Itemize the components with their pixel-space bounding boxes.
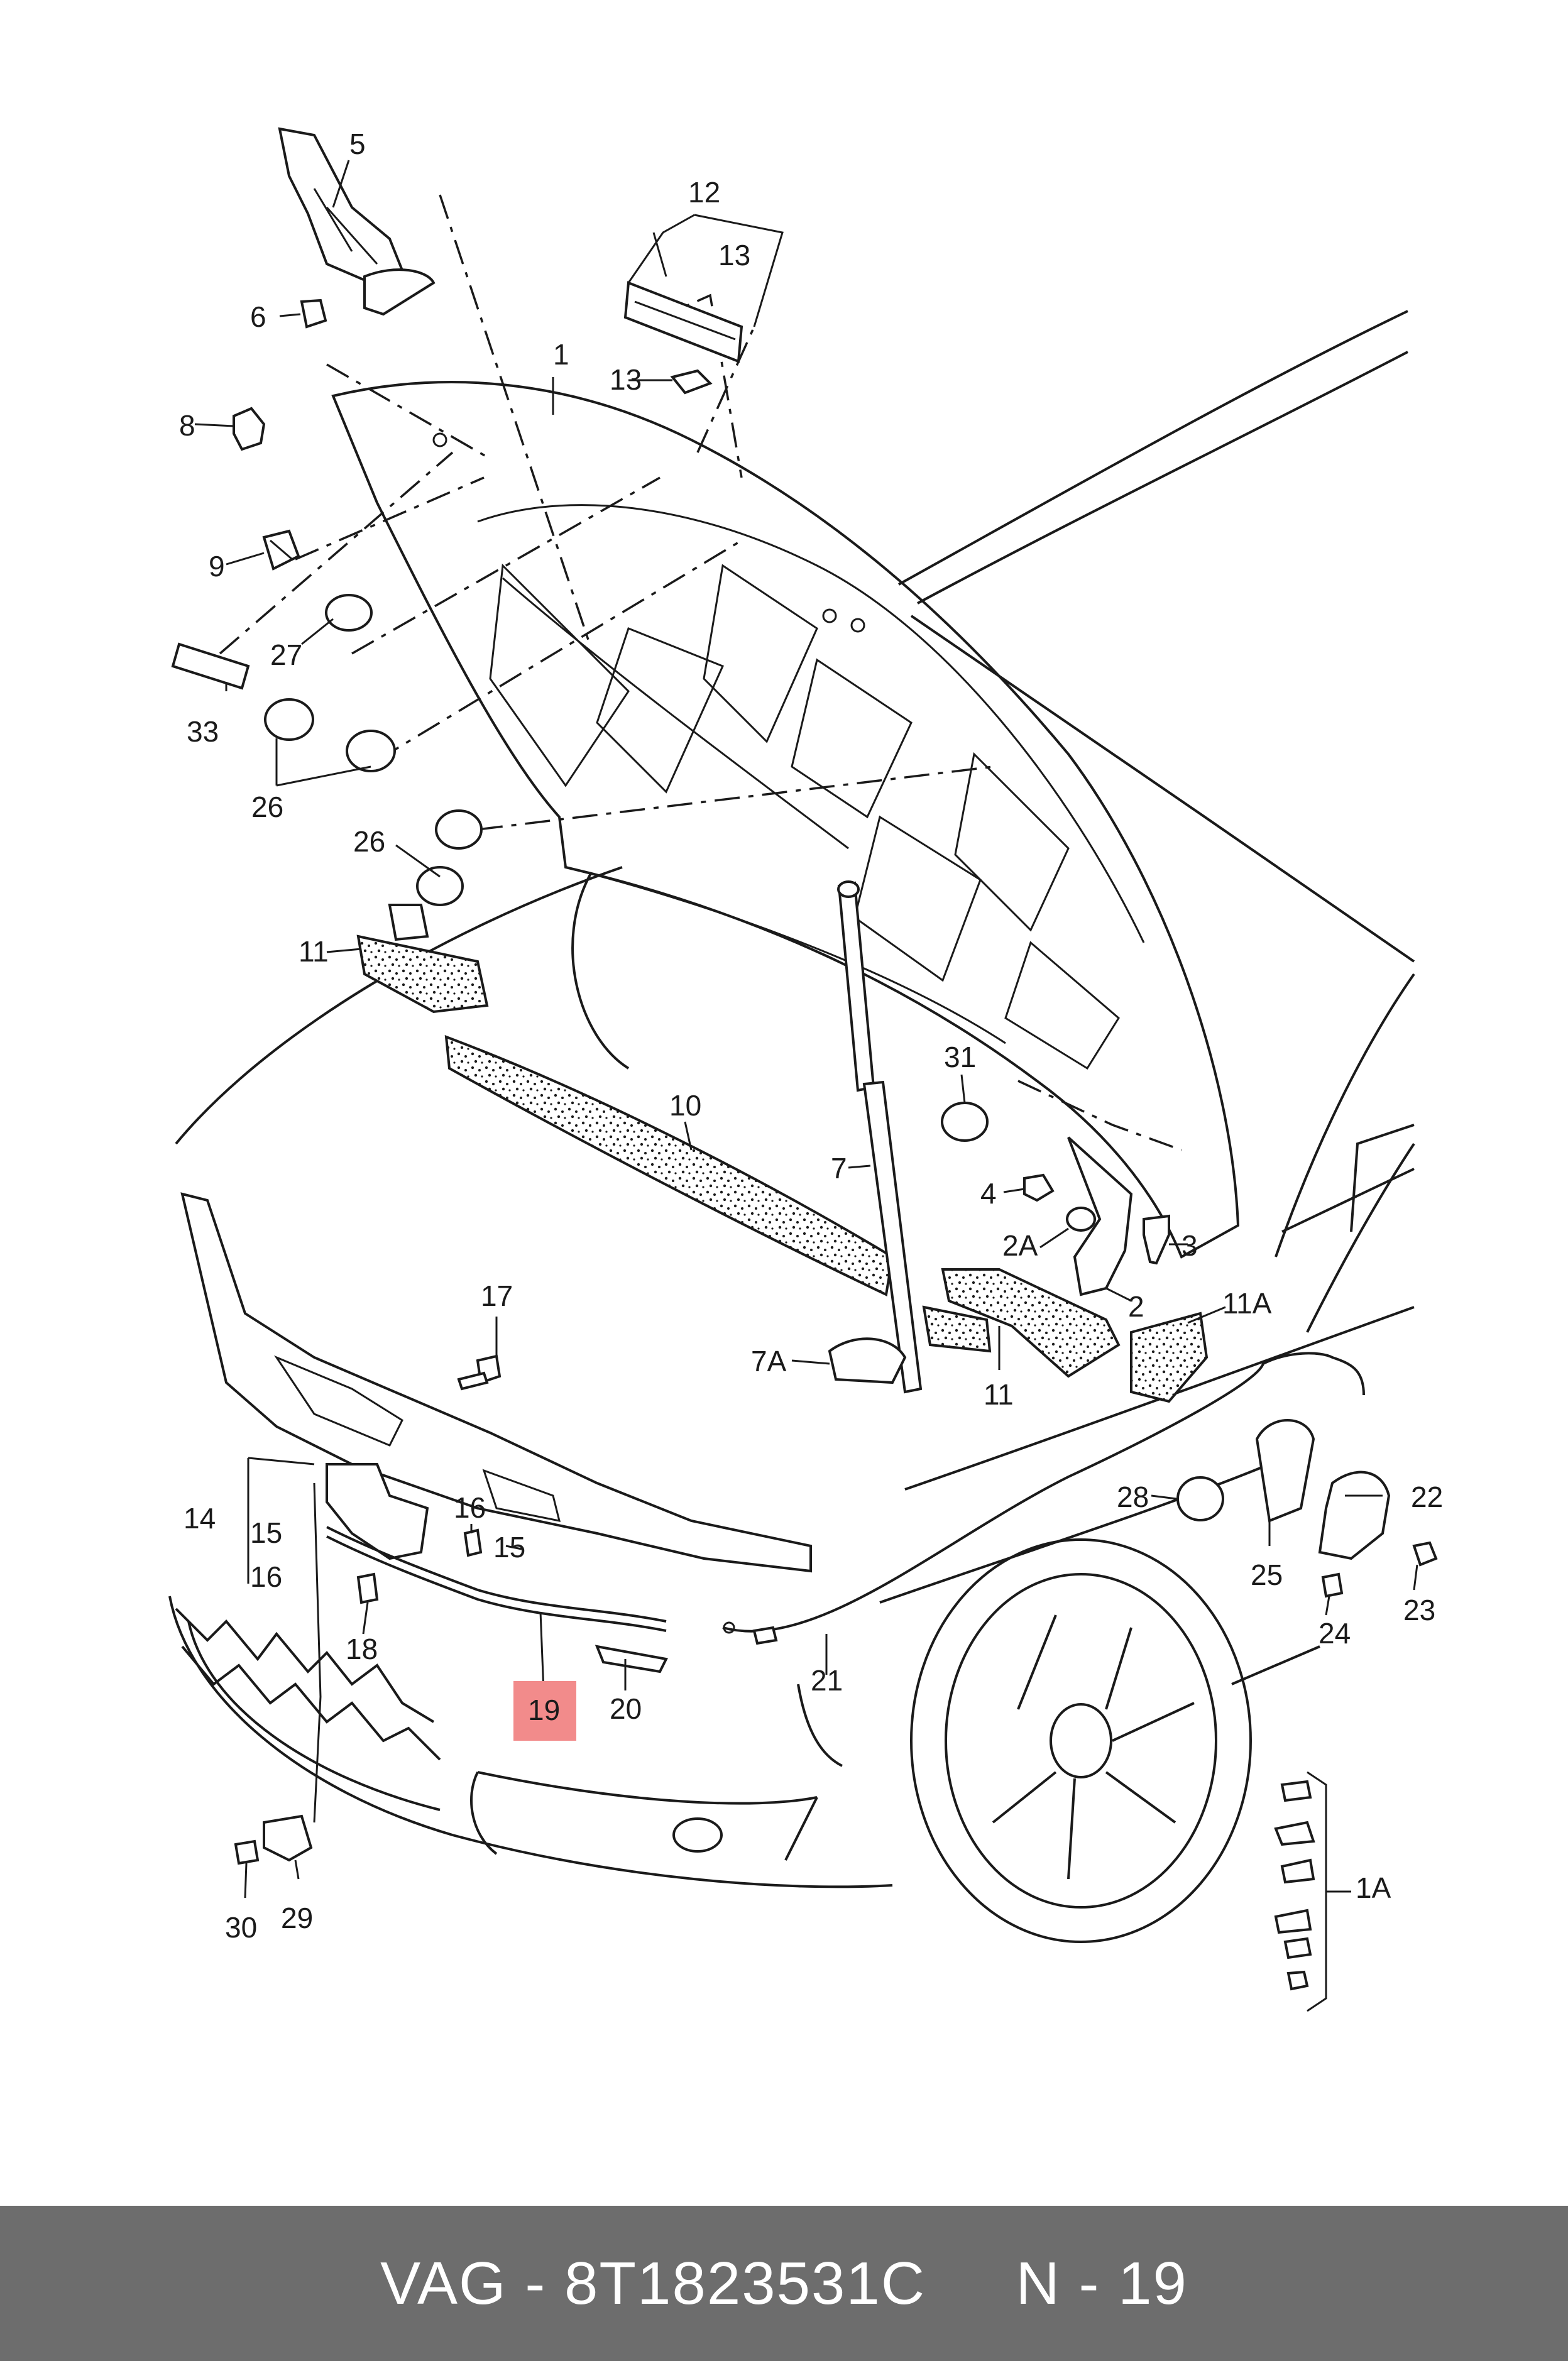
part-grommets-26 bbox=[264, 698, 483, 906]
callout-11a: 11A bbox=[1222, 1287, 1272, 1320]
callout-3: 3 bbox=[1181, 1229, 1198, 1262]
callout-15-left: 15 bbox=[250, 1516, 282, 1549]
callout-8: 8 bbox=[179, 409, 195, 442]
part-bracket-25 bbox=[1255, 1419, 1315, 1523]
part-washer-2a bbox=[1066, 1207, 1096, 1232]
callout-11-right: 11 bbox=[984, 1378, 1014, 1411]
callout-16-left: 16 bbox=[250, 1560, 282, 1593]
callout-15-right: 15 bbox=[493, 1531, 525, 1564]
callout-5: 5 bbox=[349, 128, 366, 160]
callout-2a: 2A bbox=[1002, 1229, 1038, 1262]
callout-21: 21 bbox=[811, 1664, 843, 1697]
part-fastener-set-1a bbox=[1274, 1780, 1315, 1991]
part-grommet-31 bbox=[941, 1102, 989, 1142]
callout-30: 30 bbox=[225, 1911, 257, 1944]
callout-labels: 1 2 2A 3 4 5 6 7 7A 8 9 10 11 11 11A 12 … bbox=[179, 128, 1443, 1944]
callout-1a: 1A bbox=[1356, 1871, 1391, 1904]
callout-26-lower: 26 bbox=[353, 825, 385, 858]
part-buffer-8 bbox=[233, 407, 266, 451]
callout-29: 29 bbox=[281, 1902, 313, 1934]
part-label-33 bbox=[171, 642, 250, 690]
callout-10: 10 bbox=[669, 1089, 701, 1122]
callout-7a: 7A bbox=[751, 1345, 787, 1378]
part-cable-19 bbox=[326, 1526, 667, 1632]
parts-diagram: 1 2 2A 3 4 5 6 7 7A 8 9 10 11 11 11A 12 … bbox=[168, 127, 1443, 2012]
part-bracket-11-right bbox=[922, 1268, 1121, 1378]
part-mount-7a bbox=[828, 1337, 907, 1384]
callout-leaders bbox=[194, 160, 1418, 2012]
part-hinge bbox=[278, 127, 436, 316]
part-clip-16 bbox=[463, 1528, 483, 1557]
callout-16-right: 16 bbox=[454, 1491, 486, 1524]
callout-14: 14 bbox=[184, 1502, 216, 1535]
part-seal-10 bbox=[444, 1034, 894, 1296]
callout-33: 33 bbox=[187, 715, 219, 748]
part-handle-22 bbox=[1318, 1471, 1391, 1560]
callout-1: 1 bbox=[553, 338, 569, 371]
part-bracket-20 bbox=[595, 1645, 668, 1674]
callout-27: 27 bbox=[270, 638, 302, 671]
callout-26-upper: 26 bbox=[251, 791, 283, 823]
part-clip-18 bbox=[356, 1572, 379, 1604]
callout-11-left: 11 bbox=[299, 935, 329, 968]
callout-9: 9 bbox=[209, 550, 225, 583]
part-bracket-11-left bbox=[356, 904, 489, 1014]
callout-19: 19 bbox=[528, 1694, 560, 1726]
car-body bbox=[168, 310, 1415, 1943]
callout-23: 23 bbox=[1403, 1594, 1435, 1626]
part-lock-14 bbox=[326, 1463, 429, 1560]
callout-22: 22 bbox=[1411, 1481, 1443, 1513]
part-seal-strip bbox=[623, 281, 743, 363]
part-bolt-3 bbox=[1143, 1214, 1170, 1265]
callout-25: 25 bbox=[1251, 1558, 1283, 1591]
footer-bar: VAG - 8T1823531C N - 19 bbox=[0, 2206, 1568, 2361]
part-bolt-17 bbox=[457, 1354, 502, 1391]
part-grommet-28 bbox=[1176, 1476, 1224, 1521]
part-number-caption: VAG - 8T1823531C N - 19 bbox=[380, 2249, 1188, 2317]
callout-13-left: 13 bbox=[610, 363, 642, 396]
part-bracket-29 bbox=[263, 1814, 313, 1862]
callout-24: 24 bbox=[1319, 1617, 1351, 1650]
part-bolt-24 bbox=[1321, 1572, 1344, 1598]
callout-12: 12 bbox=[688, 176, 720, 209]
part-pad-11a bbox=[1130, 1312, 1209, 1403]
callout-7: 7 bbox=[831, 1152, 847, 1185]
highlight-box-19 bbox=[513, 1681, 576, 1741]
callout-2: 2 bbox=[1128, 1290, 1144, 1323]
part-gas-strut bbox=[837, 880, 923, 1394]
callout-28: 28 bbox=[1117, 1481, 1149, 1513]
callout-17: 17 bbox=[481, 1279, 513, 1312]
part-lock-carrier bbox=[180, 1192, 812, 1573]
part-nut-4 bbox=[1023, 1173, 1055, 1202]
callout-31: 31 bbox=[944, 1041, 976, 1073]
part-bracket-2 bbox=[1067, 1136, 1133, 1296]
part-clip-30 bbox=[234, 1839, 260, 1865]
part-clip-23 bbox=[1412, 1541, 1438, 1567]
callout-18: 18 bbox=[346, 1633, 378, 1665]
part-nut-6 bbox=[300, 299, 327, 329]
callout-20: 20 bbox=[610, 1692, 642, 1725]
callout-4: 4 bbox=[980, 1177, 997, 1210]
part-cable-21 bbox=[722, 1352, 1365, 1645]
part-clip-13 bbox=[670, 369, 713, 395]
callout-6: 6 bbox=[250, 300, 266, 333]
part-plug-27 bbox=[325, 594, 373, 632]
callout-13-top: 13 bbox=[718, 239, 750, 271]
part-bump-stop-9 bbox=[262, 529, 300, 571]
